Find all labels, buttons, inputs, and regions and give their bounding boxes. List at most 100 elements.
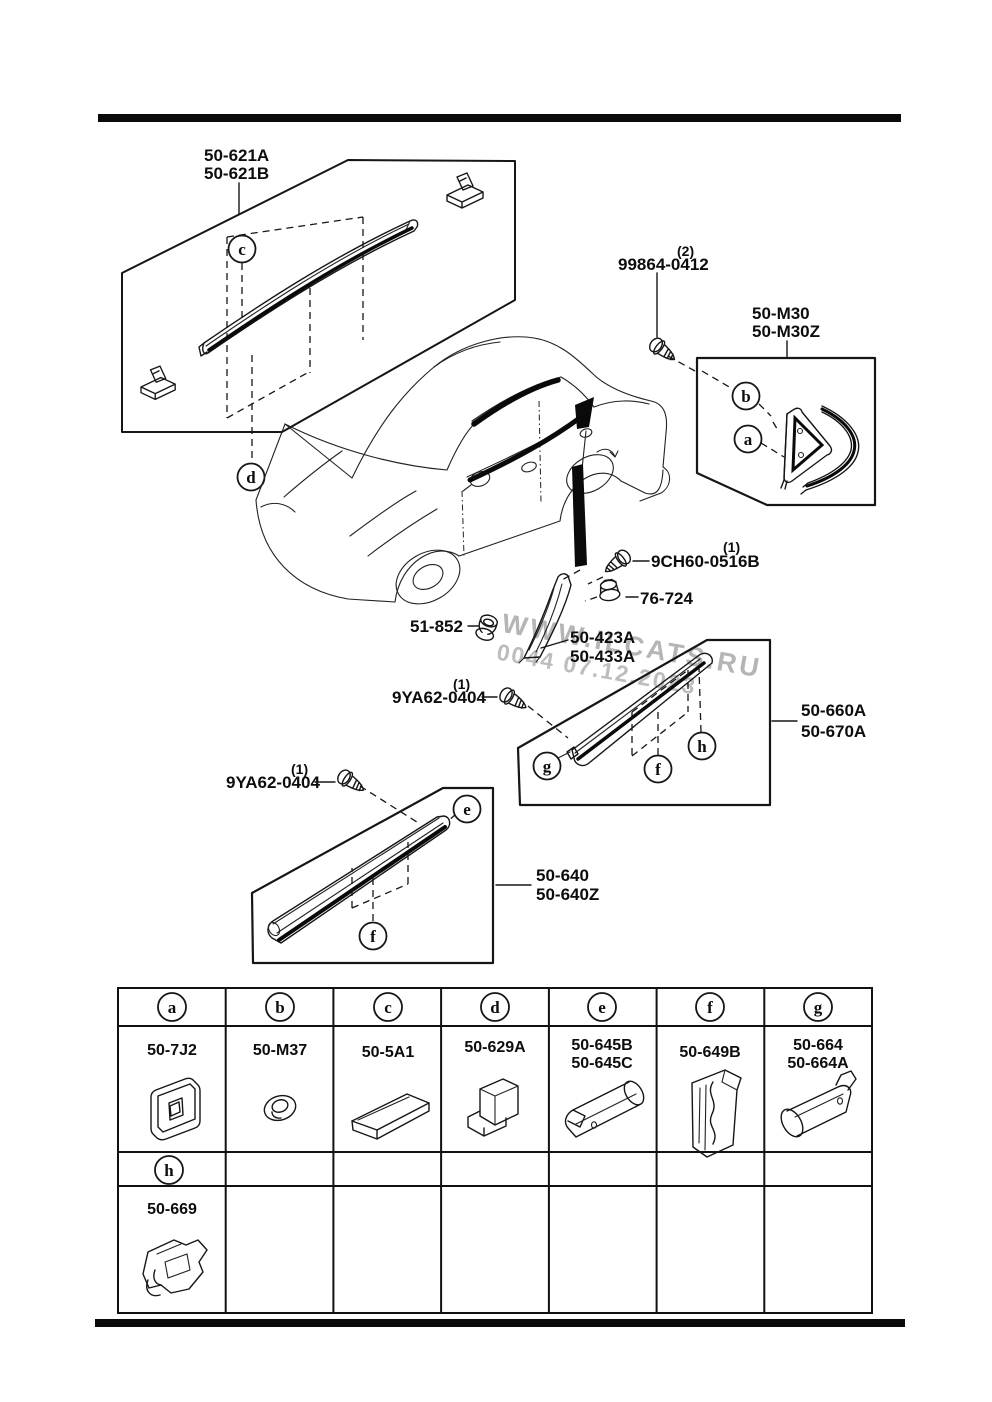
- callout-f-circle: [358, 921, 388, 951]
- table-part-c: 50-5A1: [362, 1044, 415, 1061]
- part-label-pillar-screw: 9CH60-0516B: [651, 552, 760, 571]
- part-label-quarter-garnish-alt: 50-M30Z: [752, 322, 820, 341]
- callout-c-circle: [227, 234, 257, 264]
- part-label-front-door-screw: 9YA62-0404: [226, 773, 320, 792]
- part-label-pillar-clip: 51-852: [410, 617, 463, 636]
- bottom-rule-bar: [95, 1319, 905, 1327]
- c-pillar-garnish-highlight: [575, 397, 594, 429]
- table-callout-e: e: [598, 998, 606, 1017]
- quarter-garnish-panel: 50-M30 50-M30Z b a: [695, 304, 877, 507]
- screw-icon: [496, 684, 531, 715]
- rear-door-molding-panel: (1) 9YA62-0404 g f h 50-660A 50-670A: [392, 638, 866, 807]
- pillar-fastener-group: (1) 9CH60-0516B 76-724 51-852 50-4: [410, 539, 760, 666]
- parts-table: a b c d e f g 50-7J2 50-M37 50-5A1 50-62…: [117, 987, 873, 1314]
- callout-f: f: [655, 760, 661, 779]
- pillar-screw-qty: (1): [723, 539, 740, 555]
- table-icon-g: [780, 1070, 857, 1138]
- rear-screw-qty: (2): [677, 243, 694, 259]
- screw-icon: [599, 546, 634, 579]
- callout-c: c: [238, 240, 246, 259]
- table-callout-e-circle: [587, 992, 617, 1022]
- callout-e-circle: [452, 794, 482, 824]
- callout-h: h: [697, 737, 707, 756]
- table-part-g: 50-664: [793, 1037, 843, 1054]
- rear-screw-group: (2) 99864-0412: [618, 243, 709, 372]
- table-callout-f-circle: [695, 992, 725, 1022]
- table-callout-a-circle: [157, 992, 187, 1022]
- part-label-roof-molding-alt: 50-621B: [204, 164, 269, 183]
- table-icon-a: [150, 1077, 201, 1141]
- front-door-screw-qty: (1): [291, 761, 308, 777]
- table-callout-b-circle: [265, 992, 295, 1022]
- table-icon-h: [142, 1239, 208, 1297]
- nut-icon: [599, 578, 621, 602]
- callout-f: f: [370, 927, 376, 946]
- table-part-b: 50-M37: [253, 1042, 307, 1059]
- callout-a-circle: [733, 424, 763, 454]
- rear-wheel: [566, 454, 614, 494]
- clip-icon: [475, 614, 498, 641]
- table-part-g2: 50-664A: [787, 1055, 849, 1072]
- part-label-pillar-nut: 76-724: [640, 589, 693, 608]
- table-icon-d: [467, 1078, 519, 1137]
- table-part-e2: 50-645C: [571, 1055, 633, 1072]
- screw-icon: [334, 766, 369, 798]
- part-label-rear-screw: 99864-0412: [618, 255, 709, 274]
- callout-b-circle: [731, 381, 761, 411]
- callout-f-circle: [643, 754, 673, 784]
- top-rule-bar: [98, 114, 901, 122]
- callout-e: e: [463, 800, 471, 819]
- table-callout-d: d: [490, 998, 500, 1017]
- part-label-pillar-trim-alt: 50-433A: [570, 647, 635, 666]
- table-callout-g-circle: [803, 992, 833, 1022]
- table-callout-g: g: [814, 998, 823, 1017]
- callout-h-circle: [687, 731, 717, 761]
- part-label-front-door-molding-alt: 50-640Z: [536, 885, 599, 904]
- callout-d: d: [246, 468, 256, 487]
- callout-g: g: [543, 757, 552, 776]
- roof-clip-icon: [446, 172, 484, 209]
- b-pillar-trim-highlight: [572, 464, 587, 567]
- table-grid: [117, 987, 873, 1314]
- table-icon-f: [691, 1069, 742, 1158]
- part-label-front-door-molding: 50-640: [536, 866, 589, 885]
- table-callout-c: c: [384, 998, 392, 1017]
- roof-molding-panel: 50-621A 50-621B c d: [121, 146, 516, 492]
- part-label-rear-door-molding-alt: 50-670A: [801, 722, 866, 741]
- car-illustration: [255, 336, 671, 605]
- table-callout-h: h: [164, 1161, 174, 1180]
- part-label-pillar-trim: 50-423A: [570, 628, 635, 647]
- table-part-f: 50-649B: [679, 1044, 740, 1061]
- table-part-d: 50-629A: [464, 1039, 526, 1056]
- table-callout-b: b: [275, 998, 284, 1017]
- belt-molding-highlight: [467, 414, 584, 483]
- front-door-molding-panel: (1) 9YA62-0404 e f 50-640 50-640Z: [226, 761, 599, 965]
- table-callout-c-circle: [373, 992, 403, 1022]
- table-callout-a: a: [168, 998, 177, 1017]
- part-label-rear-door-screw: 9YA62-0404: [392, 688, 486, 707]
- roof-drip-molding-highlight: [471, 377, 561, 427]
- callout-g-circle: [532, 751, 562, 781]
- table-icon-e: [564, 1080, 645, 1138]
- table-part-a: 50-7J2: [147, 1042, 197, 1059]
- table-part-h: 50-669: [147, 1201, 197, 1218]
- part-label-quarter-garnish: 50-M30: [752, 304, 810, 323]
- screw-icon: [646, 334, 681, 367]
- callout-a: a: [744, 430, 753, 449]
- table-callout-f: f: [707, 998, 713, 1017]
- door-handle: [579, 428, 593, 438]
- roof-clip-icon: [140, 365, 176, 401]
- table-icon-b: [263, 1094, 297, 1122]
- door-handle: [521, 461, 537, 473]
- rear-door-screw-qty: (1): [453, 676, 470, 692]
- table-callout-d-circle: [480, 992, 510, 1022]
- front-wheel: [395, 549, 461, 605]
- part-label-rear-door-molding: 50-660A: [801, 701, 866, 720]
- part-label-roof-molding: 50-621A: [204, 146, 269, 165]
- table-part-e: 50-645B: [571, 1037, 632, 1054]
- table-callout-h-circle: [154, 1155, 184, 1185]
- callout-b: b: [741, 387, 750, 406]
- pillar-trim-part: [518, 569, 581, 664]
